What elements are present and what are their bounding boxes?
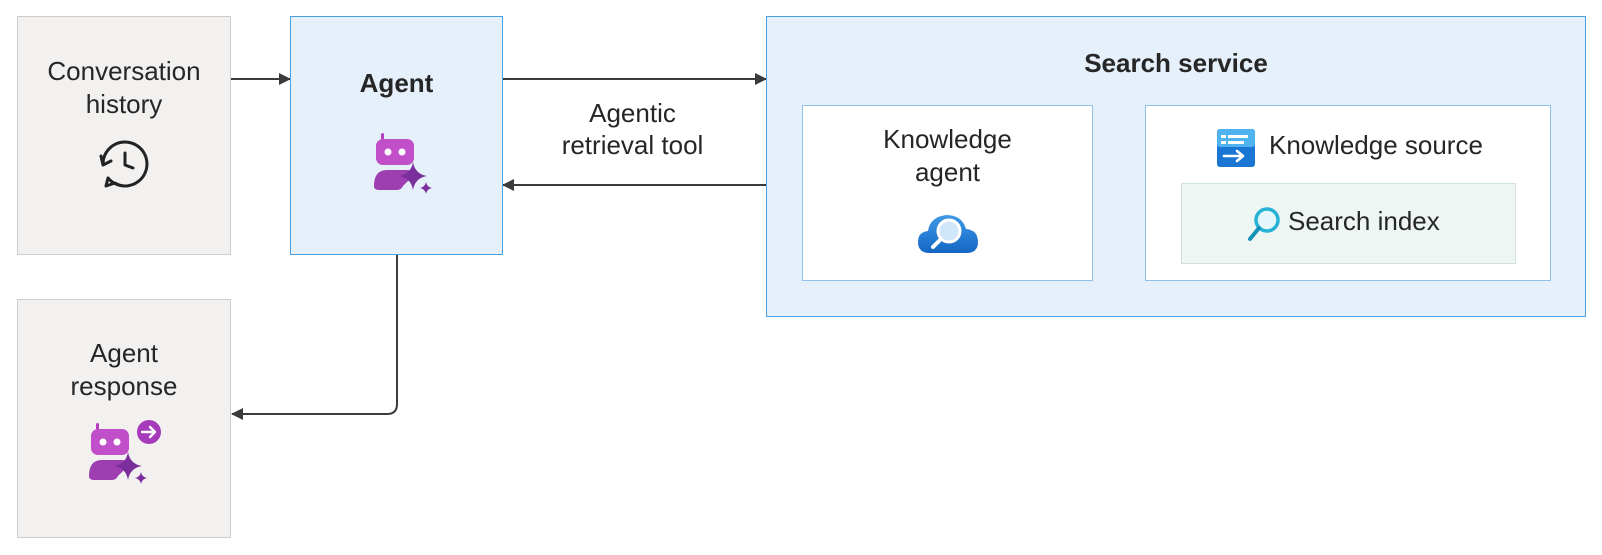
arrow-agent-to-response (231, 255, 398, 420)
search-index-label: Search index (1288, 206, 1440, 236)
search-index-node: Search index (1181, 183, 1516, 264)
agent-response-label: Agent response (70, 338, 178, 401)
agent-response-icon (89, 420, 161, 484)
search-service-label: Search service (1084, 48, 1268, 78)
agentic-retrieval-tool-label: Agentic retrieval tool (561, 98, 704, 160)
magnifier-icon (1248, 207, 1280, 241)
agent-sparkle-icon (374, 133, 432, 194)
agent-label: Agent (359, 68, 434, 98)
agent-node: Agent (290, 16, 503, 255)
cloud-search-icon (918, 215, 978, 253)
knowledge-source-icon (1217, 129, 1255, 167)
agent-response-node: Agent response (17, 299, 231, 538)
conversation-history-label: Conversation history (47, 56, 201, 119)
knowledge-agent-node: Knowledge agent (802, 105, 1093, 281)
history-chat-icon (99, 140, 149, 188)
conversation-history-node: Conversation history (17, 16, 231, 255)
knowledge-agent-label: Knowledge agent (883, 124, 1012, 187)
knowledge-source-label: Knowledge source (1269, 130, 1483, 160)
